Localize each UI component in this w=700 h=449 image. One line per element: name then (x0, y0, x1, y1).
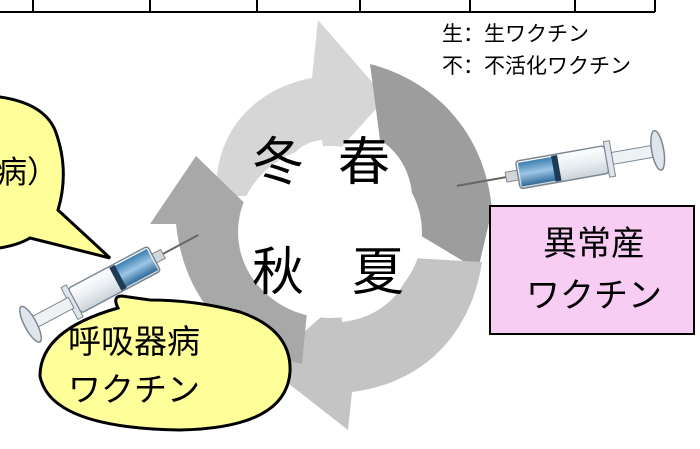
respiratory-bubble-line2: ワクチン (68, 370, 200, 409)
legend-inactivated-vaccine: 不：不活化ワクチン (442, 54, 631, 78)
respiratory-bubble-line1: 呼吸器病 (68, 322, 200, 361)
season-summer: 夏 (352, 243, 405, 303)
syringe-left-icon (19, 234, 199, 343)
season-spring: 春 (338, 133, 391, 193)
legend-live-vaccine: 生：生ワクチン (442, 22, 589, 46)
cycle-arrow-right (370, 64, 492, 270)
abnormal-birth-vaccine-box: 異常産 ワクチン (489, 205, 695, 335)
cycle-arrow-left (150, 156, 308, 364)
left-bubble-text: 病） (0, 155, 58, 191)
cycle-center (238, 146, 422, 318)
top-table-fragment (0, 0, 656, 13)
respiratory-vaccine-bubble (38, 294, 292, 432)
season-cycle-arrows (150, 20, 492, 430)
syringe-right-icon (456, 129, 666, 190)
cycle-arrow-bottom (266, 258, 482, 430)
abnormal-box-line2: ワクチン (526, 276, 662, 316)
season-winter: 冬 (252, 133, 305, 193)
abnormal-box-line1: 異常産 (543, 224, 645, 264)
season-autumn: 秋 (252, 243, 305, 303)
left-speech-bubble (0, 95, 112, 260)
cycle-arrow-top (215, 20, 386, 196)
